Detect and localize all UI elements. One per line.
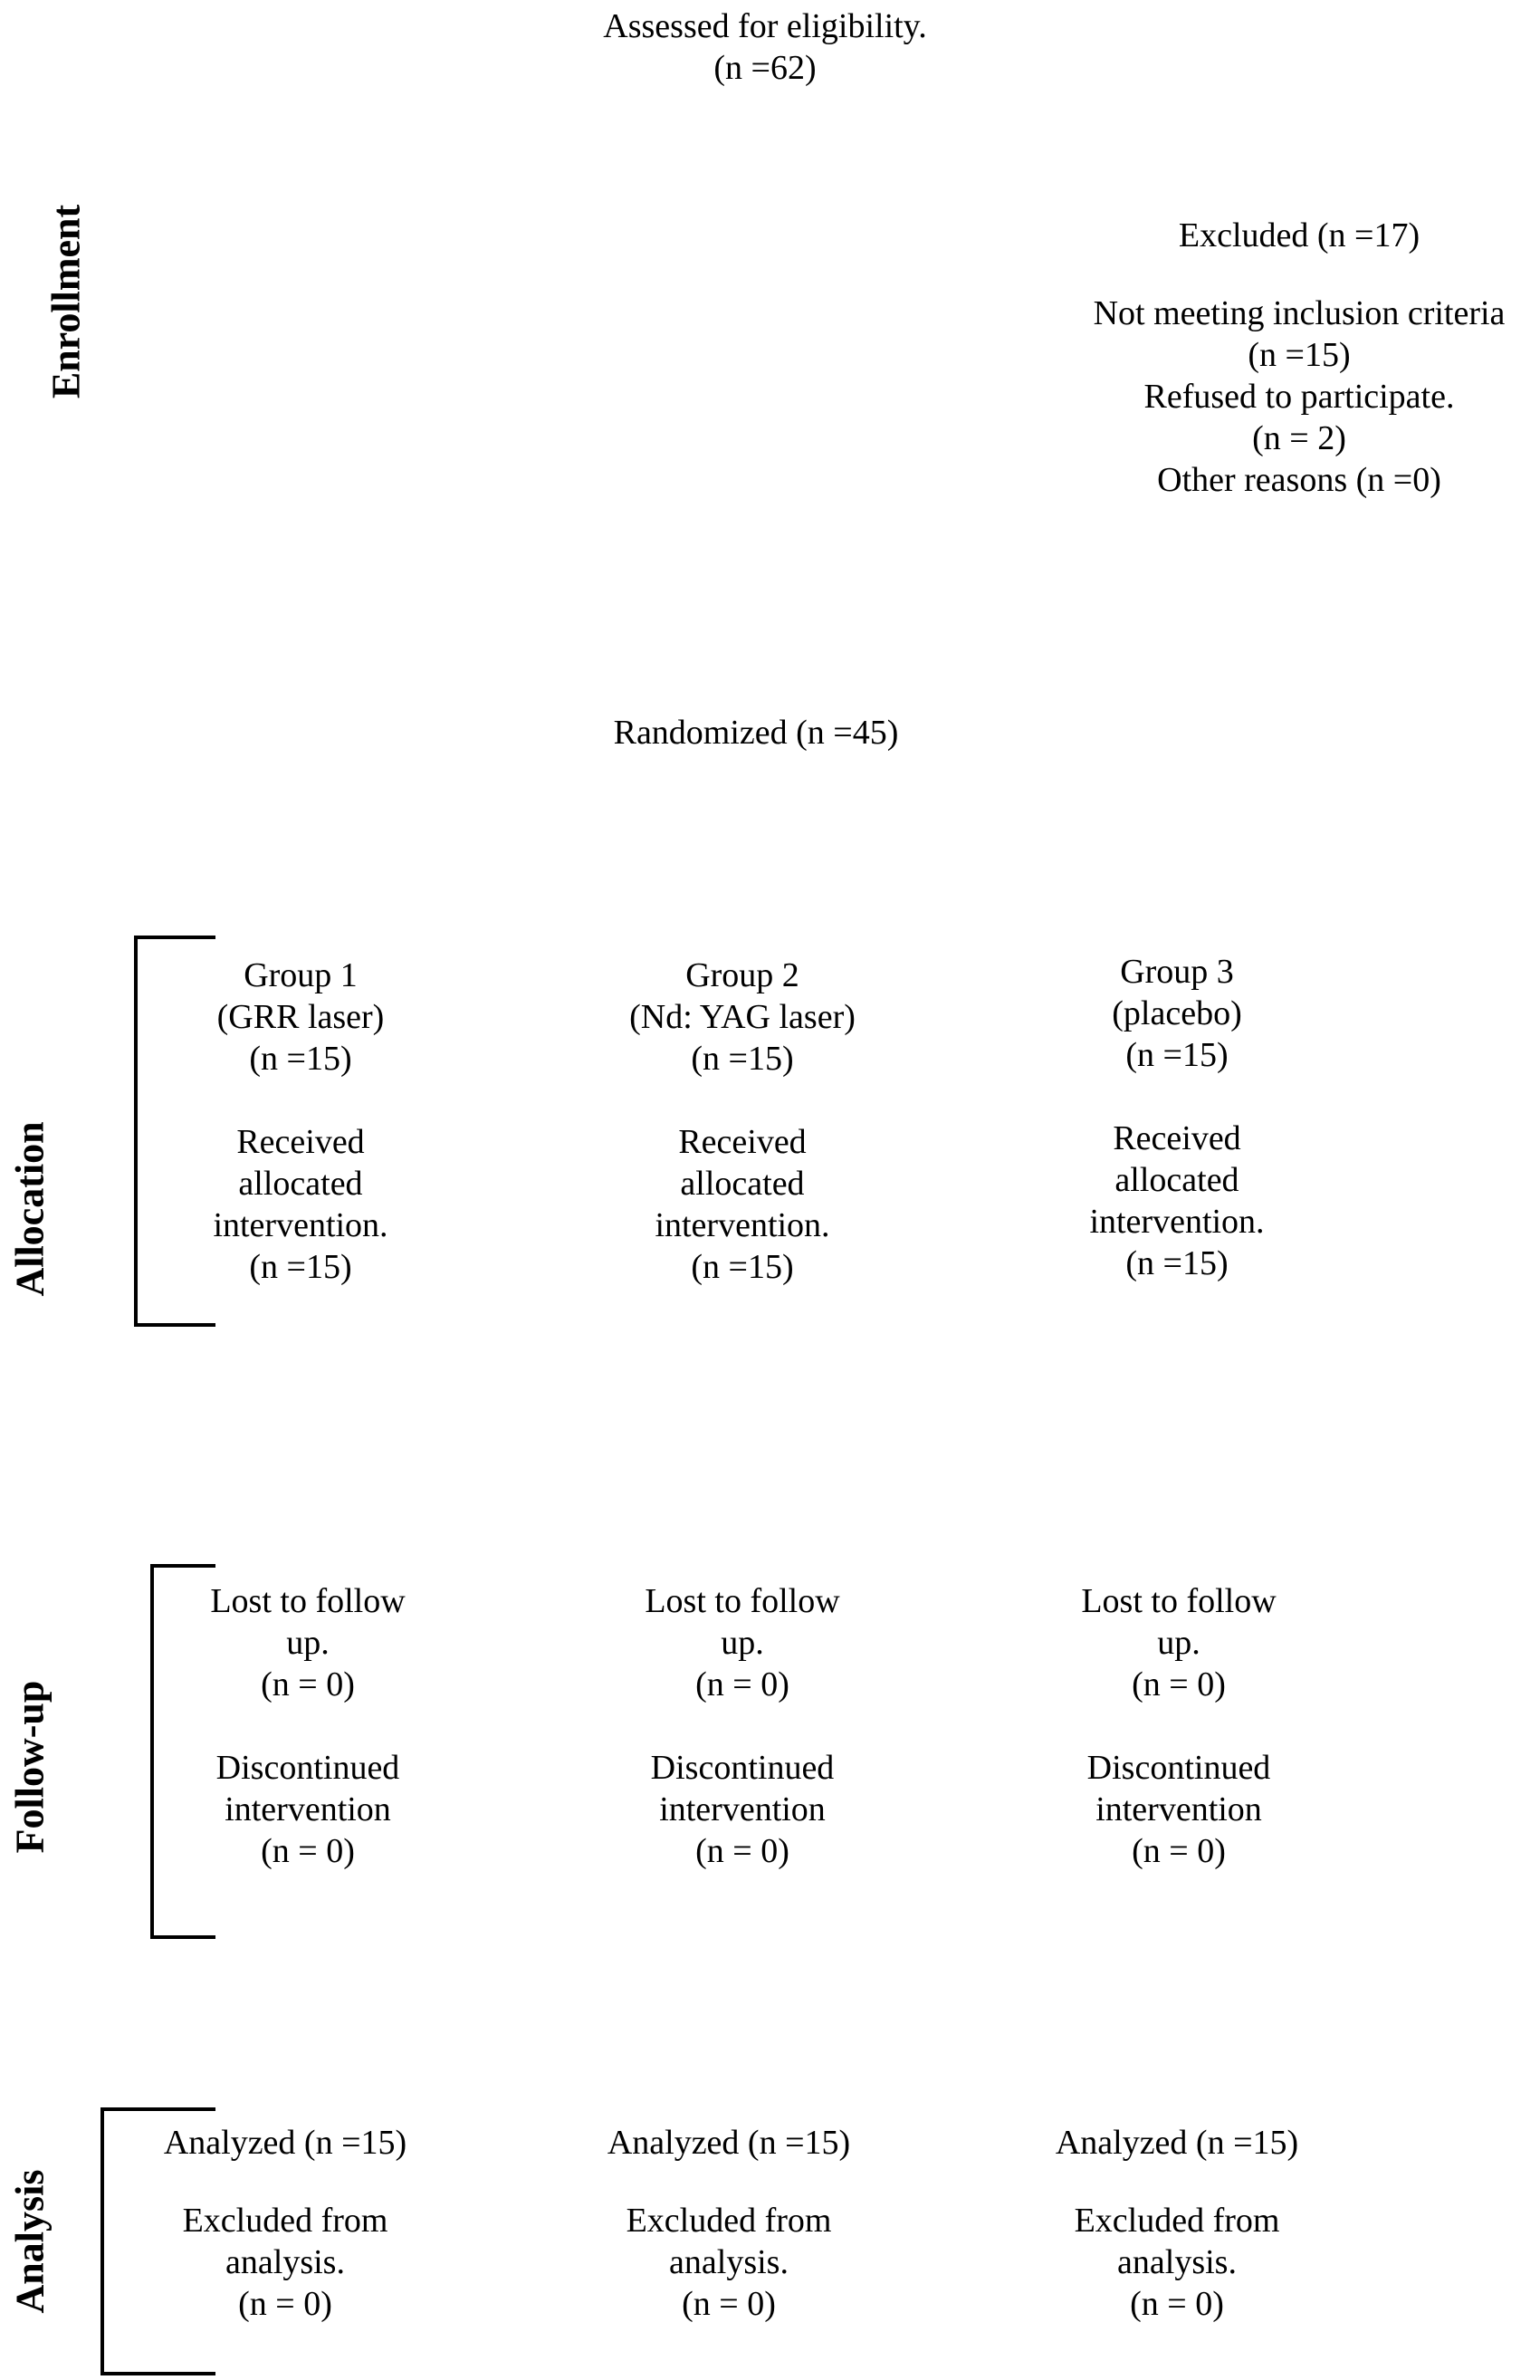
group-count: (n =15) bbox=[691, 1040, 794, 1078]
received-text: allocated bbox=[1114, 1161, 1239, 1199]
lost-text: Lost to follow bbox=[1081, 1582, 1277, 1620]
lost-text: up. bbox=[286, 1624, 330, 1662]
discontinued-text: intervention bbox=[225, 1790, 391, 1828]
excluded-block: Excluded (n =17) Not meeting inclusion c… bbox=[1032, 215, 1540, 501]
excluded-reason-line: (n =15) bbox=[1248, 336, 1351, 374]
group-description: (GRR laser) bbox=[216, 998, 385, 1036]
received-text: allocated bbox=[238, 1165, 363, 1203]
excluded-reason-line: Other reasons (n =0) bbox=[1157, 461, 1441, 499]
group-name: Group 3 bbox=[1120, 953, 1234, 991]
lost-text: up. bbox=[721, 1624, 764, 1662]
phase-label-analysis: Analysis bbox=[7, 2169, 53, 2314]
received-text: Received bbox=[236, 1123, 365, 1161]
lost-text: Lost to follow bbox=[210, 1582, 406, 1620]
discontinued-text: intervention bbox=[1095, 1790, 1262, 1828]
received-text: Received bbox=[1113, 1119, 1241, 1157]
followup-group-3: Lost to follow up. (n = 0) Discontinued … bbox=[1043, 1580, 1315, 1872]
analyzed-text: Analyzed (n =15) bbox=[1055, 2124, 1299, 2162]
received-text: intervention. bbox=[655, 1206, 830, 1244]
phase-label-allocation: Allocation bbox=[7, 1121, 53, 1297]
excluded-analysis-text: analysis. bbox=[669, 2243, 789, 2281]
excluded-reason-line: Refused to participate. bbox=[1143, 378, 1455, 416]
excluded-analysis-text: Excluded from bbox=[1074, 2202, 1280, 2240]
received-count: (n =15) bbox=[691, 1248, 794, 1286]
group-name: Group 1 bbox=[244, 956, 358, 994]
assessed-count: (n =62) bbox=[713, 49, 817, 87]
allocation-group-2: Group 2 (Nd: YAG laser) (n =15) Received… bbox=[579, 955, 905, 1288]
received-text: allocated bbox=[680, 1165, 805, 1203]
received-count: (n =15) bbox=[249, 1248, 352, 1286]
group-count: (n =15) bbox=[249, 1040, 352, 1078]
lost-text: up. bbox=[1157, 1624, 1200, 1662]
discontinued-text: Discontinued bbox=[1086, 1749, 1271, 1787]
received-text: intervention. bbox=[213, 1206, 388, 1244]
excluded-analysis-count: (n = 0) bbox=[1130, 2285, 1224, 2323]
group-description: (Nd: YAG laser) bbox=[629, 998, 856, 1036]
group-description: (placebo) bbox=[1112, 994, 1242, 1032]
excluded-analysis-count: (n = 0) bbox=[238, 2285, 332, 2323]
discontinued-count: (n = 0) bbox=[1132, 1832, 1226, 1870]
group-count: (n =15) bbox=[1125, 1036, 1229, 1074]
discontinued-count: (n = 0) bbox=[261, 1832, 355, 1870]
excluded-analysis-text: analysis. bbox=[1117, 2243, 1237, 2281]
allocation-group-3: Group 3 (placebo) (n =15) Received alloc… bbox=[1032, 951, 1322, 1284]
discontinued-text: Discontinued bbox=[215, 1749, 400, 1787]
group-name: Group 2 bbox=[685, 956, 799, 994]
excluded-analysis-text: Excluded from bbox=[182, 2202, 388, 2240]
excluded-analysis-text: analysis. bbox=[225, 2243, 345, 2281]
followup-group-2: Lost to follow up. (n = 0) Discontinued … bbox=[607, 1580, 878, 1872]
excluded-analysis-count: (n = 0) bbox=[682, 2285, 776, 2323]
analysis-bracket bbox=[100, 2107, 215, 2375]
allocation-group-1: Group 1 (GRR laser) (n =15) Received all… bbox=[156, 955, 445, 1288]
analysis-group-2: Analyzed (n =15) Excluded from analysis.… bbox=[579, 2122, 878, 2325]
allocation-bracket bbox=[134, 936, 215, 1327]
excluded-reason-line: (n = 2) bbox=[1252, 419, 1346, 457]
followup-bracket bbox=[150, 1564, 215, 1939]
discontinued-text: Discontinued bbox=[650, 1749, 835, 1787]
analysis-group-1: Analyzed (n =15) Excluded from analysis.… bbox=[136, 2122, 435, 2325]
excluded-analysis-text: Excluded from bbox=[626, 2202, 832, 2240]
lost-count: (n = 0) bbox=[1132, 1665, 1226, 1703]
followup-group-1: Lost to follow up. (n = 0) Discontinued … bbox=[172, 1580, 444, 1872]
lost-count: (n = 0) bbox=[261, 1665, 355, 1703]
received-text: intervention. bbox=[1089, 1203, 1265, 1241]
lost-count: (n = 0) bbox=[695, 1665, 789, 1703]
excluded-reason-line: Not meeting inclusion criteria bbox=[1093, 294, 1506, 332]
discontinued-text: intervention bbox=[659, 1790, 826, 1828]
received-count: (n =15) bbox=[1125, 1244, 1229, 1282]
phase-label-enrollment: Enrollment bbox=[43, 204, 89, 399]
analysis-group-3: Analyzed (n =15) Excluded from analysis.… bbox=[1028, 2122, 1326, 2325]
discontinued-count: (n = 0) bbox=[695, 1832, 789, 1870]
randomized-text: Randomized (n =45) bbox=[613, 714, 899, 752]
analyzed-text: Analyzed (n =15) bbox=[607, 2124, 851, 2162]
randomized-block: Randomized (n =45) bbox=[543, 712, 969, 753]
lost-text: Lost to follow bbox=[645, 1582, 840, 1620]
assessed-text: Assessed for eligibility. bbox=[603, 7, 927, 45]
analyzed-text: Analyzed (n =15) bbox=[163, 2124, 407, 2162]
received-text: Received bbox=[678, 1123, 807, 1161]
assessed-block: Assessed for eligibility. (n =62) bbox=[543, 5, 987, 89]
excluded-title: Excluded (n =17) bbox=[1178, 216, 1420, 254]
phase-label-followup: Follow-up bbox=[7, 1680, 53, 1854]
